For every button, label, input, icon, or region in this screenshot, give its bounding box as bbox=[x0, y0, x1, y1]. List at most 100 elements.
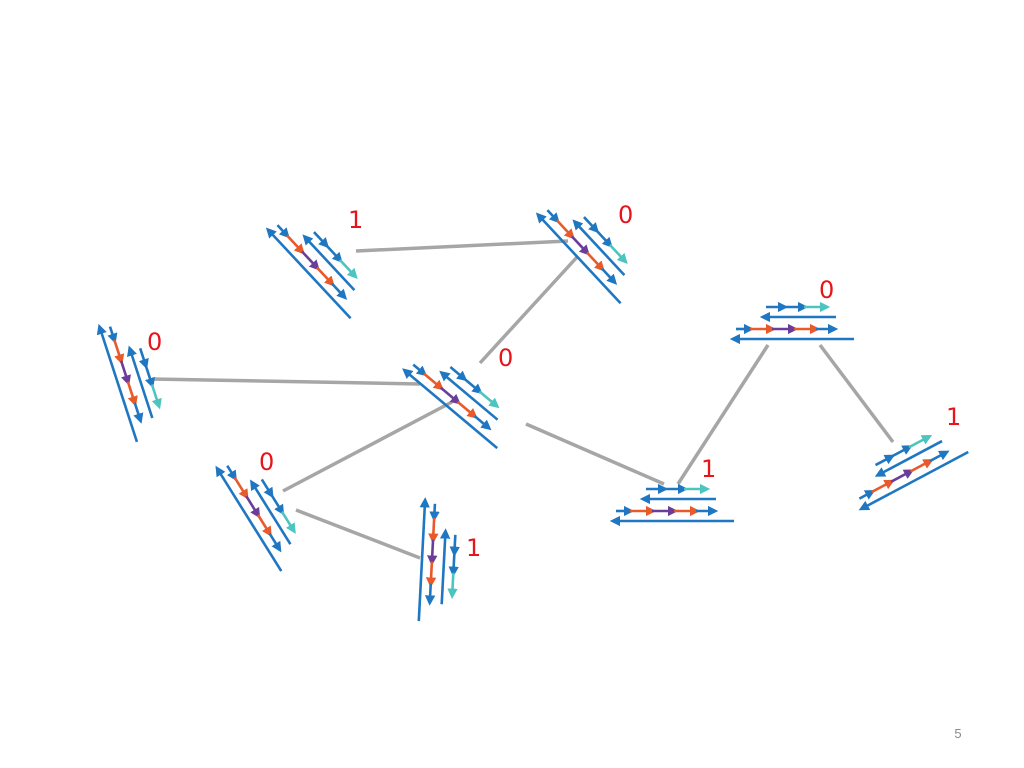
strand-segment bbox=[107, 326, 118, 344]
strand-segment bbox=[473, 415, 492, 431]
node-n4: 0 bbox=[402, 344, 513, 450]
strand-segment bbox=[586, 251, 605, 272]
strand-segment bbox=[144, 365, 155, 389]
edge-line bbox=[355, 239, 569, 253]
node-n1: 1 bbox=[265, 206, 363, 320]
node-label: 0 bbox=[819, 276, 834, 304]
node-label: 1 bbox=[348, 206, 363, 234]
strand-segment bbox=[463, 377, 483, 395]
strand-segment bbox=[929, 450, 950, 463]
dna-glyph-icon bbox=[609, 483, 734, 527]
edges bbox=[151, 239, 895, 560]
strand-segment bbox=[423, 372, 445, 391]
dna-glyph-icon bbox=[729, 301, 854, 345]
strand-segment bbox=[427, 539, 438, 566]
strand-segment bbox=[448, 552, 459, 577]
strand-segment bbox=[595, 229, 613, 248]
node-n8: 0 bbox=[729, 276, 854, 345]
node-label: 1 bbox=[466, 534, 481, 562]
node-label: 0 bbox=[618, 201, 633, 229]
strand-segment bbox=[301, 250, 320, 271]
strand-segment bbox=[138, 347, 149, 370]
strand-segment bbox=[425, 561, 437, 588]
strand-segment bbox=[429, 503, 440, 522]
strand-segment bbox=[874, 454, 896, 467]
dna-glyph-icon bbox=[858, 434, 969, 511]
edge-line bbox=[525, 422, 665, 486]
strand-segment bbox=[215, 465, 283, 572]
node-label: 0 bbox=[498, 344, 513, 372]
edge-line bbox=[676, 344, 770, 485]
node-n5: 0 bbox=[215, 448, 296, 572]
strand-segment bbox=[270, 494, 285, 516]
strand-segment bbox=[331, 282, 348, 300]
node-label: 0 bbox=[147, 328, 162, 356]
strand-segment bbox=[447, 572, 458, 599]
edge-line bbox=[295, 508, 421, 560]
strand-segment bbox=[858, 450, 969, 511]
strand-segment bbox=[456, 400, 478, 419]
strand-segment bbox=[260, 478, 274, 499]
strand-segment bbox=[571, 235, 590, 256]
strand-segment bbox=[858, 490, 876, 500]
strand-segment bbox=[276, 224, 290, 239]
strand-segment bbox=[402, 368, 499, 450]
strand-segment bbox=[412, 363, 428, 377]
dna-glyph-icon bbox=[402, 363, 500, 450]
dna-glyph-icon bbox=[417, 497, 460, 622]
strand-segment bbox=[119, 360, 131, 386]
strand-segment bbox=[890, 469, 915, 483]
strand-segment bbox=[871, 479, 895, 494]
dna-glyph-icon bbox=[96, 323, 162, 443]
strand-segment bbox=[874, 439, 943, 477]
strand-segment bbox=[572, 219, 626, 276]
edge-line bbox=[818, 343, 895, 444]
strand-segment bbox=[313, 231, 330, 249]
strand-segment bbox=[96, 323, 139, 443]
strand-segment bbox=[478, 390, 500, 409]
strand-segment bbox=[546, 209, 560, 224]
strand-segment bbox=[302, 234, 356, 291]
strand-segment bbox=[439, 528, 451, 605]
strand-segment bbox=[268, 532, 282, 553]
strand-segment bbox=[280, 511, 296, 534]
strand-segment bbox=[245, 495, 261, 519]
strand-segment bbox=[126, 381, 138, 407]
strand-segment bbox=[608, 243, 628, 264]
strand-segment bbox=[908, 434, 933, 449]
node-n7: 1 bbox=[609, 455, 734, 527]
strand-segment bbox=[233, 476, 249, 500]
strand-segment bbox=[583, 216, 600, 234]
strand-segment bbox=[601, 267, 618, 285]
strand-segment bbox=[556, 219, 575, 240]
edge-line bbox=[282, 400, 453, 493]
strand-segment bbox=[226, 464, 237, 482]
node-label: 1 bbox=[701, 455, 716, 483]
dna-glyph-icon bbox=[215, 464, 296, 572]
page-number: 5 bbox=[954, 726, 961, 741]
node-label: 0 bbox=[259, 448, 274, 476]
node-n3: 0 bbox=[96, 323, 162, 443]
node-n6: 1 bbox=[417, 497, 481, 622]
strand-segment bbox=[535, 212, 622, 305]
strand-segment bbox=[439, 386, 461, 405]
dna-glyph-icon bbox=[535, 209, 628, 305]
strand-segment bbox=[424, 583, 436, 606]
strand-segment bbox=[113, 339, 125, 365]
strand-segment bbox=[417, 497, 430, 622]
strand-segment bbox=[909, 459, 934, 473]
strand-segment bbox=[449, 366, 468, 382]
strand-segment bbox=[256, 514, 272, 538]
node-n9: 1 bbox=[858, 403, 969, 511]
strand-segment bbox=[449, 534, 460, 558]
edge-line bbox=[151, 377, 421, 386]
strand-segment bbox=[133, 402, 144, 424]
strand-segment bbox=[250, 479, 292, 545]
edge-line bbox=[478, 254, 580, 365]
strand-segment bbox=[325, 244, 343, 263]
strand-segment bbox=[265, 227, 352, 320]
strand-segment bbox=[127, 345, 154, 419]
strand-segment bbox=[338, 258, 358, 279]
node-n2: 0 bbox=[535, 201, 633, 305]
